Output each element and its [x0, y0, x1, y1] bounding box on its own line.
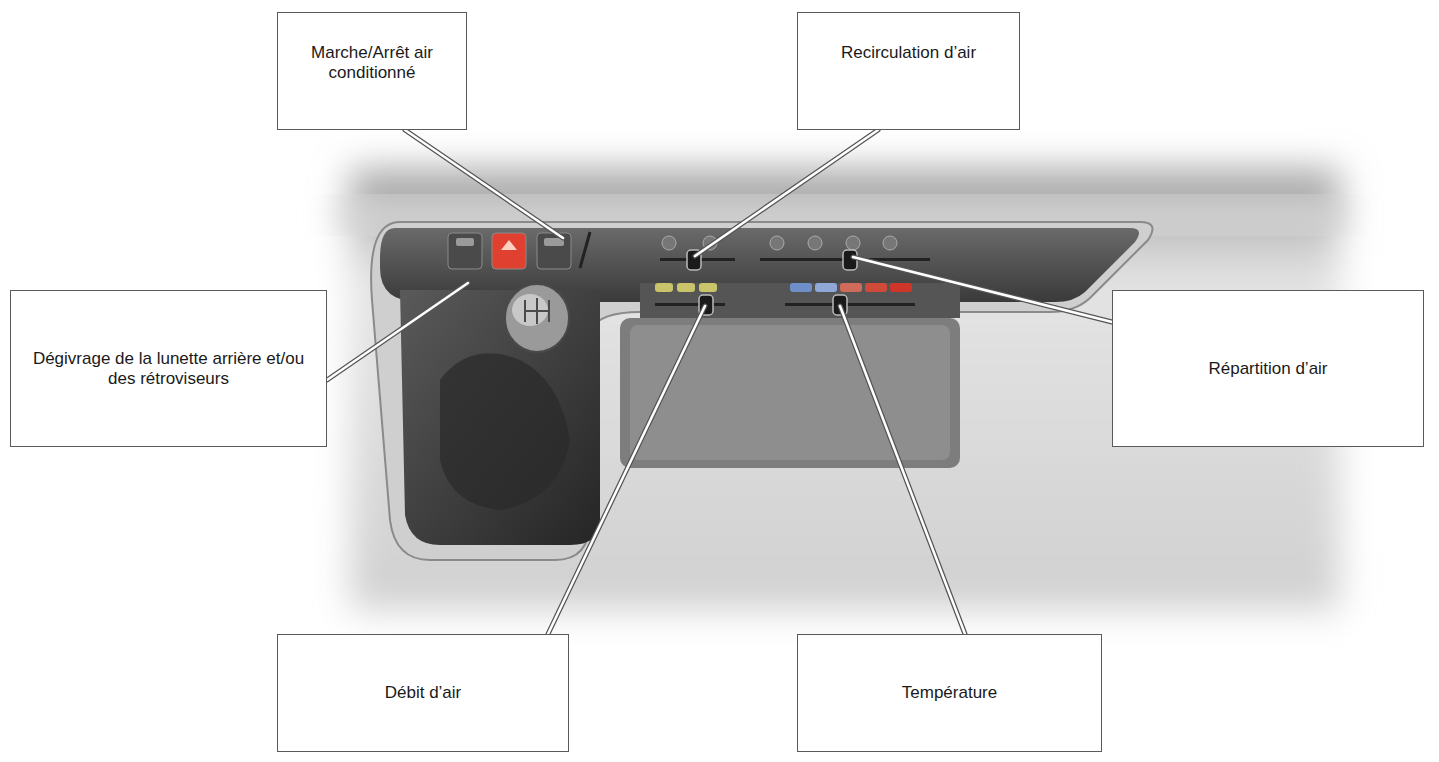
illustration-rect [840, 283, 862, 292]
callout-label: Température [902, 683, 997, 703]
illustration-circle [883, 236, 897, 250]
illustration-path [840, 306, 965, 634]
illustration-path [371, 222, 1152, 560]
illustration-path [840, 306, 965, 634]
illustration-g [327, 130, 1112, 634]
illustration-rect [620, 318, 960, 468]
illustration-path [501, 240, 517, 250]
illustration-g [327, 130, 1112, 634]
illustration-rect [865, 283, 887, 292]
illustration-path [580, 232, 590, 268]
illustration-path [327, 283, 468, 380]
illustration-rect [890, 283, 912, 292]
callout-label: Répartition d’air [1208, 359, 1327, 379]
callout-box: Débit d’air [277, 634, 569, 752]
illustration-path [853, 257, 1112, 322]
illustration-path [695, 130, 878, 256]
bottom-slider-row [655, 283, 915, 315]
illustration-rect [790, 283, 812, 292]
illustration-circle [770, 236, 784, 250]
illustration-path [548, 306, 705, 634]
illustration-rect [655, 303, 725, 306]
illustration-rect [456, 238, 474, 246]
callout-box: Dégivrage de la lunette arrière et/ou de… [10, 290, 327, 447]
illustration-rect [537, 233, 571, 269]
illustration-ellipse [512, 294, 548, 326]
callout-box: Recirculation d’air [797, 12, 1020, 130]
illustration-path [640, 283, 960, 318]
illustration-rect [815, 283, 837, 292]
illustration-rect [448, 233, 482, 269]
illustration-path [853, 257, 1112, 322]
illustration-path [440, 353, 570, 510]
illustration-circle [846, 236, 860, 250]
illustration-rect [492, 233, 526, 269]
console-panel [371, 222, 1152, 560]
illustration-path [548, 306, 705, 634]
illustration-rect [655, 283, 673, 292]
callout-box: Répartition d’air [1112, 290, 1424, 447]
illustration-circle [808, 236, 822, 250]
callout-label: Marche/Arrêt air conditionné [290, 43, 454, 83]
callout-label: Dégivrage de la lunette arrière et/ou de… [23, 349, 314, 389]
illustration-path [400, 290, 600, 545]
illustration-rect [699, 283, 717, 292]
illustration-circle [662, 236, 676, 250]
illustration-path [525, 298, 549, 324]
callout-label: Débit d’air [385, 683, 462, 703]
illustration-rect [677, 283, 695, 292]
illustration-path [405, 130, 563, 238]
illustration-path [695, 130, 878, 256]
leader-lines [327, 130, 1112, 634]
illustration-rect [630, 325, 950, 460]
illustration-rect [785, 303, 915, 306]
illustration-path [405, 130, 563, 238]
illustration-ellipse [505, 284, 569, 352]
callout-box: Marche/Arrêt air conditionné [277, 12, 467, 130]
callout-box: Température [797, 634, 1102, 752]
illustration-path [327, 283, 468, 380]
control-buttons [448, 232, 590, 269]
callout-label: Recirculation d’air [841, 43, 976, 63]
